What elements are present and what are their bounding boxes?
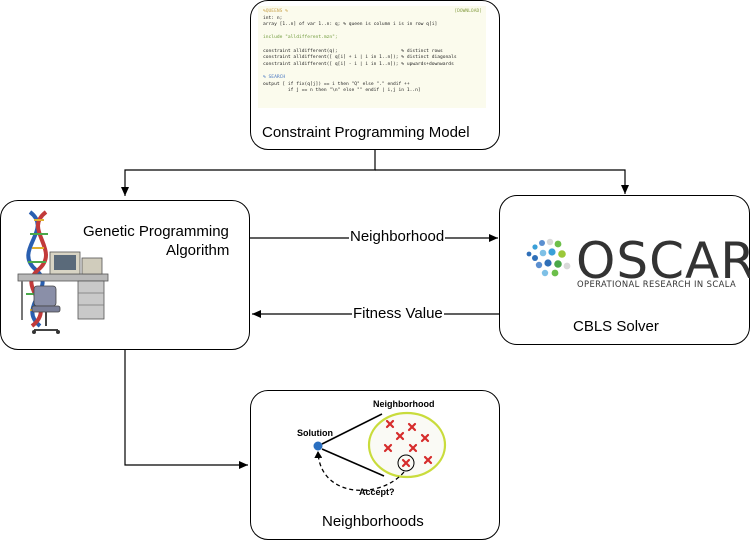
code-line <box>263 68 481 75</box>
cbls-node[interactable] <box>499 195 750 345</box>
code-search-tag: % SEARCH <box>263 74 286 80</box>
neighborhood-label: Neighborhood <box>373 399 435 409</box>
code-output-line: if j == n then "\n" else "" endif | i,j … <box>263 88 421 94</box>
code-line: constraint alldifferent([ q[i] + i | i i… <box>263 55 457 61</box>
code-line: array [1..n] of var 1..n: q; % queen is … <box>263 22 438 28</box>
edge-label-fitness: Fitness Value <box>352 305 444 322</box>
edge-gp-to-neighborhoods <box>124 350 248 469</box>
edge-label-neighborhood: Neighborhood <box>349 228 446 245</box>
code-line: constraint alldifferent([ q[i] - i | i i… <box>263 61 454 67</box>
code-output-line: output [ if fix(q[j]) == i then "Q" else… <box>263 81 410 87</box>
neighborhoods-caption: Neighborhoods <box>322 513 424 530</box>
code-line <box>263 42 481 49</box>
dna-computer-icon <box>17 210 109 334</box>
constraint-model-caption: Constraint Programming Model <box>262 124 470 141</box>
edge-model-to-cbls <box>375 169 629 194</box>
cbls-caption: CBLS Solver <box>573 318 659 335</box>
genetic-caption-line1: Genetic Programming <box>83 223 229 240</box>
code-header-tag: %QUEENS % <box>263 9 288 14</box>
genetic-caption-line2: Algorithm <box>166 242 230 259</box>
neighborhoods-node[interactable] <box>250 390 500 540</box>
accept-label: Accept? <box>359 487 395 497</box>
neighborhood-illustration <box>313 411 447 492</box>
code-line: include "alldifferent.mzn"; <box>263 35 338 41</box>
solution-label: Solution <box>297 428 333 438</box>
code-line: constraint alldifferent(q); % distinct r… <box>263 48 443 54</box>
oscar-logo-word: OSCAR <box>576 232 750 290</box>
oscar-logo-subtitle: OPERATIONAL RESEARCH IN SCALA <box>577 279 737 289</box>
code-line: int: n; <box>263 15 283 21</box>
oscar-logo-dots <box>526 238 571 277</box>
edge-model-split <box>121 150 376 196</box>
code-panel: %QUEENS % [DOWNLOAD] int: n; array [1..n… <box>258 6 486 108</box>
code-download-link[interactable]: [DOWNLOAD] <box>454 9 482 14</box>
